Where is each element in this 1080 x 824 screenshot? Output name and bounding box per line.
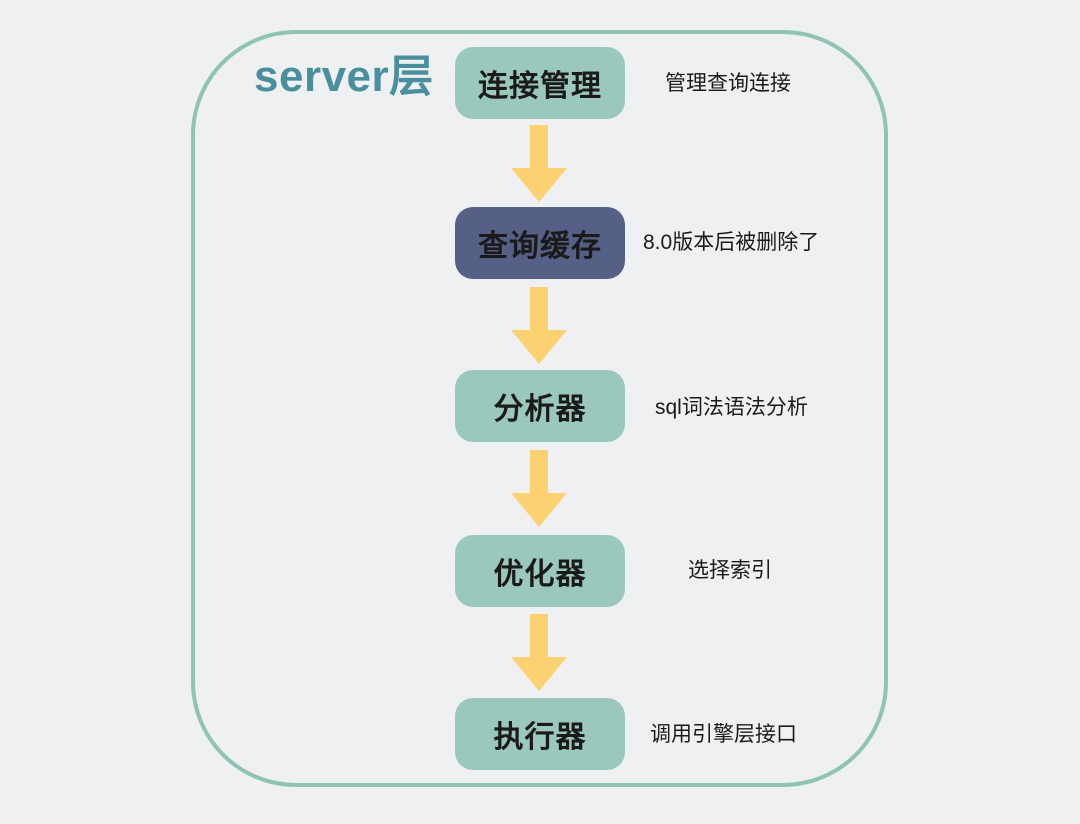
note-query-cache: 8.0版本后被删除了 [643,231,820,254]
node-executor: 执行器 [455,698,625,770]
arrow-down-icon [511,450,567,527]
note-connection-management: 管理查询连接 [665,72,791,95]
arrow-head [511,493,567,527]
arrow-stem [530,125,548,169]
arrow-down-icon [511,287,567,364]
arrow-stem [530,614,548,658]
arrow-head [511,330,567,364]
server-layer-frame [191,30,888,787]
arrow-down-icon [511,614,567,691]
arrow-down-icon [511,125,567,202]
arrow-head [511,168,567,202]
note-parser: sql词法语法分析 [655,396,808,419]
arrow-head [511,657,567,691]
diagram-title: server层 [254,52,434,101]
arrow-stem [530,450,548,494]
node-label: 连接管理 [478,70,602,103]
arrow-stem [530,287,548,331]
node-query-cache: 查询缓存 [455,207,625,279]
node-label: 执行器 [493,721,587,754]
node-optimizer: 优化器 [455,535,625,607]
node-label: 分析器 [493,393,587,426]
node-connection-management: 连接管理 [455,47,625,119]
node-parser: 分析器 [455,370,625,442]
node-label: 查询缓存 [478,230,602,263]
note-optimizer: 选择索引 [688,559,772,582]
note-executor: 调用引擎层接口 [650,723,797,746]
node-label: 优化器 [493,558,587,591]
